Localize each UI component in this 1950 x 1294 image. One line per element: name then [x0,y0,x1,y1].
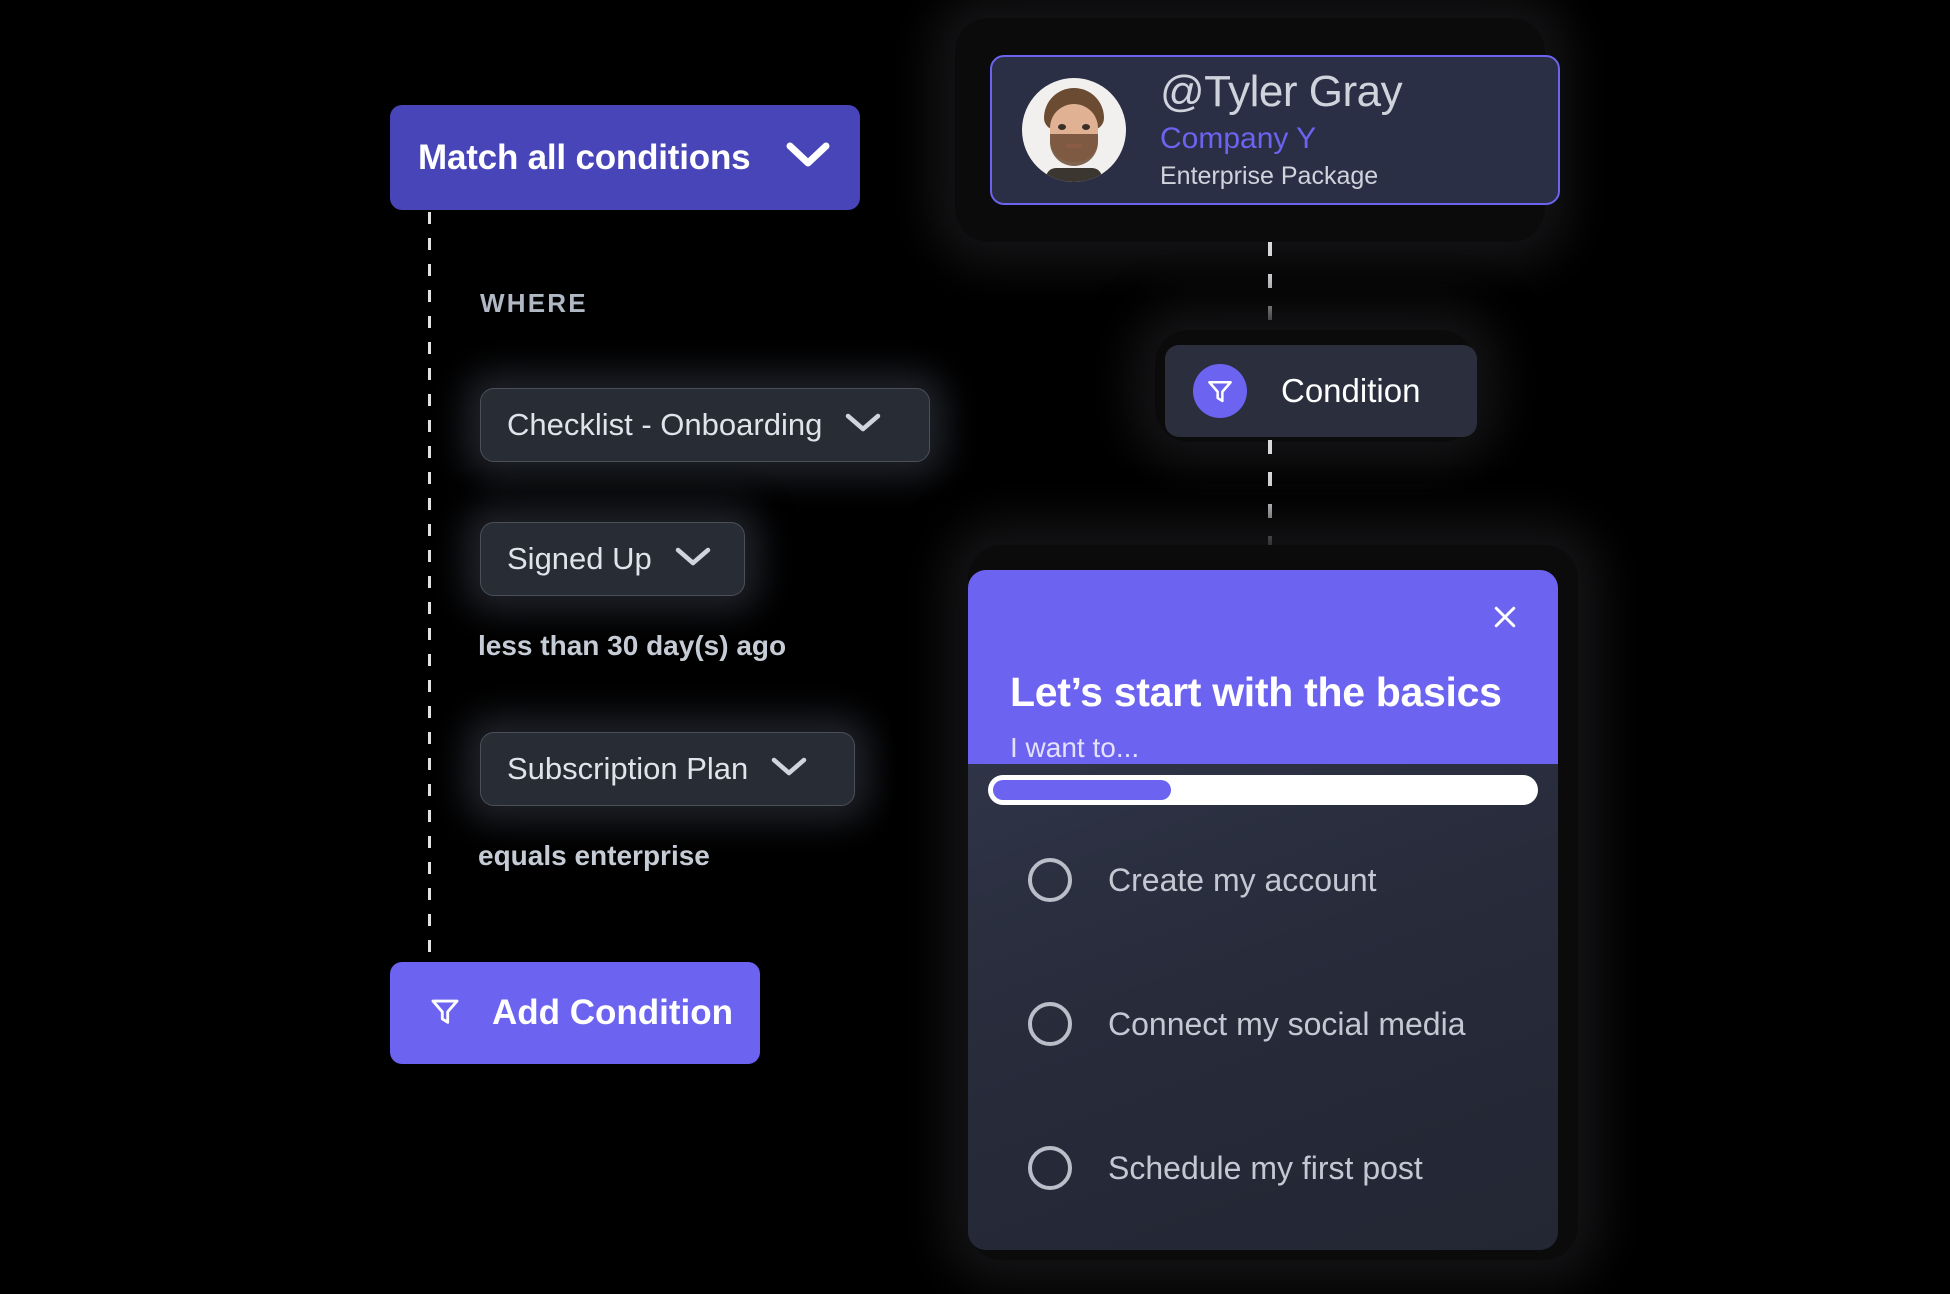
condition-node-label: Condition [1281,372,1421,409]
progress-track [988,775,1538,805]
option-label: Connect my social media [1108,1005,1466,1042]
chevron-down-icon [786,142,830,173]
list-item[interactable]: Create my account [1028,838,1558,922]
condition-field-dropdown-1[interactable]: Checklist - Onboarding [480,388,930,462]
list-item[interactable]: Schedule my first post [1028,1126,1558,1210]
radio-icon[interactable] [1028,1002,1072,1046]
connector-user-to-condition [1268,242,1272,338]
modal-title: Let’s start with the basics [1010,669,1502,715]
match-all-conditions-button[interactable]: Match all conditions [390,105,860,210]
condition-field-label-2: Signed Up [507,541,652,576]
condition-field-label-3: Subscription Plan [507,751,749,786]
radio-icon[interactable] [1028,1146,1072,1190]
match-all-conditions-label: Match all conditions [418,137,751,177]
connector-condition-to-modal [1268,440,1272,570]
modal-subtitle: I want to... [1010,732,1140,763]
list-item[interactable]: Connect my social media [1028,982,1558,1066]
filter-funnel-icon [428,994,462,1033]
condition-group-spine [428,212,431,957]
user-handle: @Tyler Gray [1160,67,1403,117]
add-condition-label: Add Condition [492,993,734,1032]
condition-field-label-1: Checklist - Onboarding [507,407,823,442]
option-label: Create my account [1108,861,1377,898]
user-company: Company Y [1160,121,1317,155]
option-label: Schedule my first post [1108,1149,1423,1186]
condition-field-dropdown-2[interactable]: Signed Up [480,522,745,596]
chevron-down-icon [844,412,882,439]
radio-icon[interactable] [1028,858,1072,902]
where-label: WHERE [480,288,588,318]
filter-funnel-icon [1193,364,1247,418]
chevron-down-icon [674,546,712,573]
onboarding-modal: Let’s start with the basics I want to...… [968,570,1558,1250]
condition-note-3: equals enterprise [478,840,710,871]
modal-options-list: Create my account Connect my social medi… [968,764,1558,1250]
user-package: Enterprise Package [1160,161,1379,190]
condition-field-dropdown-3[interactable]: Subscription Plan [480,732,855,806]
user-card[interactable]: @Tyler Gray Company Y Enterprise Package [990,55,1560,205]
avatar [1022,78,1126,182]
add-condition-button[interactable]: Add Condition [390,962,760,1064]
chevron-down-icon [770,756,808,783]
progress-fill [993,780,1172,800]
condition-node[interactable]: Condition [1165,345,1477,437]
progress-bar [968,775,1558,805]
close-icon[interactable] [1486,598,1524,636]
condition-note-2: less than 30 day(s) ago [478,630,787,661]
modal-header: Let’s start with the basics I want to... [968,570,1558,805]
